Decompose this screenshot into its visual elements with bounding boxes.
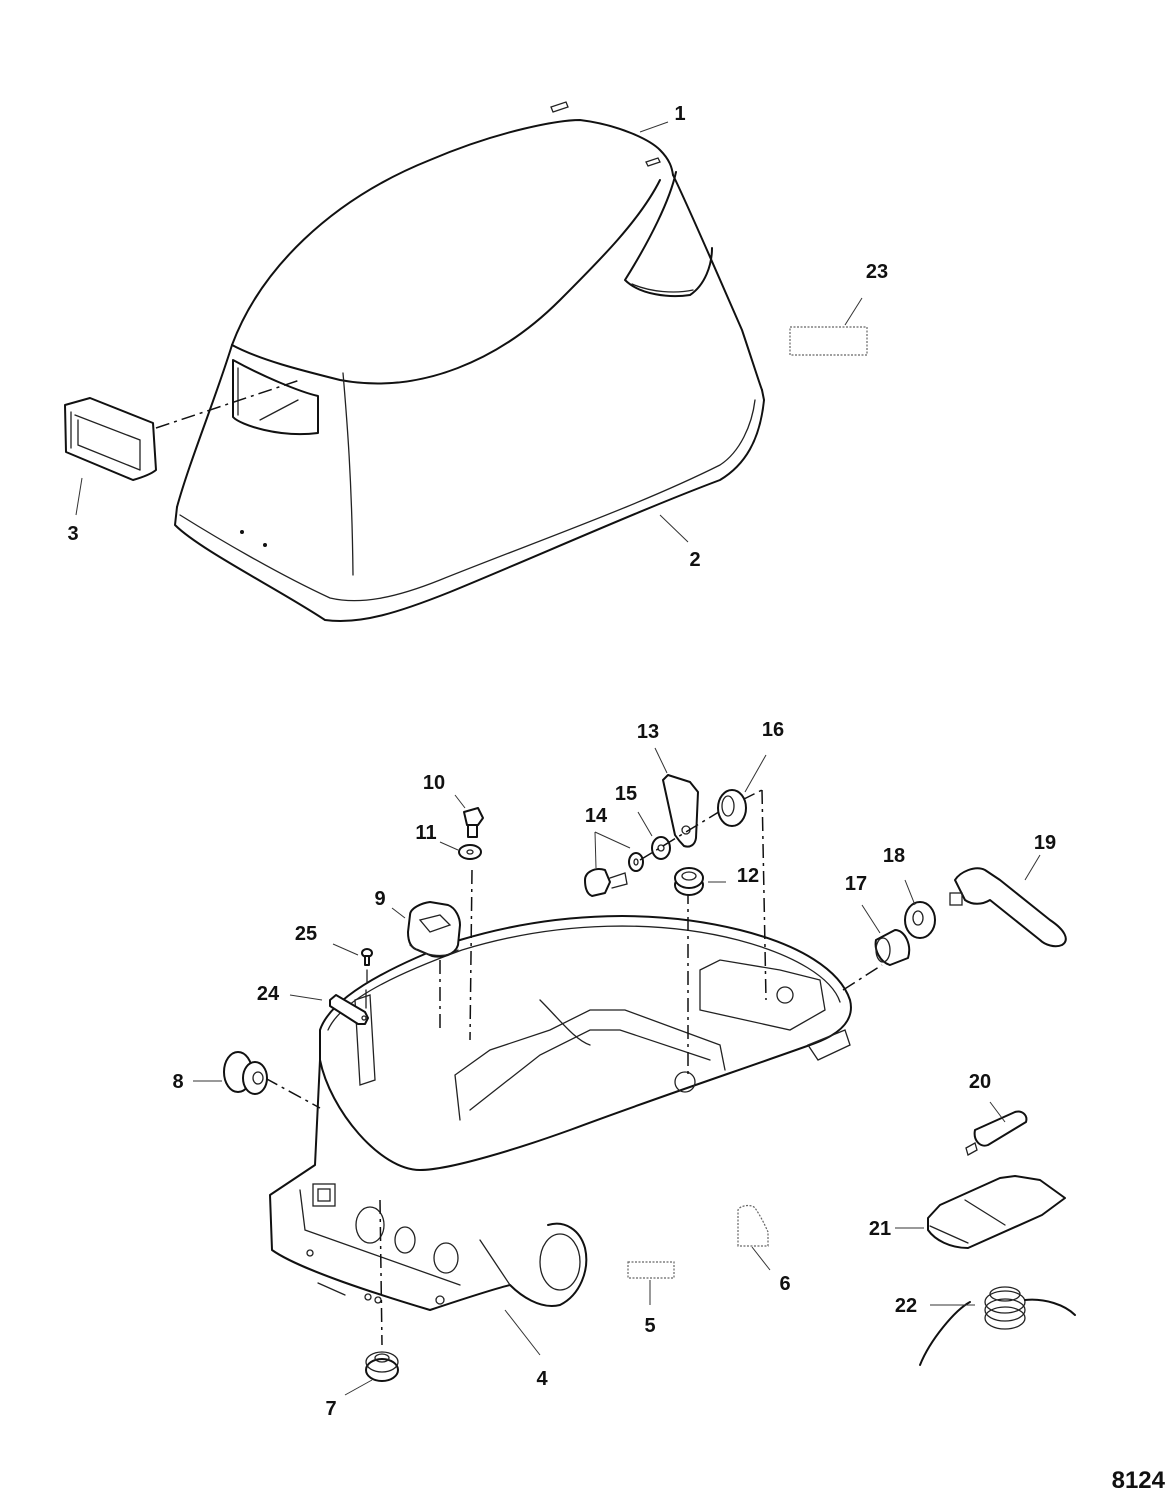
screw-small (361, 948, 373, 966)
grommet-side (223, 1051, 268, 1095)
callout-24: 24 (257, 983, 280, 1005)
callout-22: 22 (895, 1295, 917, 1317)
callout-20: 20 (969, 1071, 991, 1093)
callout-16: 16 (762, 719, 784, 741)
bushing (874, 929, 911, 966)
washer-latch (651, 836, 671, 860)
callout-1: 1 (674, 103, 685, 125)
strap (329, 994, 369, 1025)
grommet-center (674, 867, 704, 896)
pin (965, 1110, 1028, 1156)
callout-13: 13 (637, 721, 659, 743)
callout-12: 12 (737, 865, 759, 887)
callout-11: 11 (415, 822, 436, 844)
screw-and-lockwasher (584, 852, 644, 897)
air-intake-grommet (64, 397, 157, 481)
callout-18: 18 (883, 845, 905, 867)
bottom-cowl (269, 915, 852, 1311)
callout-23: 23 (866, 261, 888, 283)
callout-4: 4 (536, 1368, 548, 1390)
callout-25: 25 (295, 923, 317, 945)
decal-top (789, 326, 868, 356)
callout-17: 17 (845, 873, 867, 895)
grommet-square (407, 901, 461, 958)
screw (463, 807, 484, 838)
callout-15: 15 (615, 783, 637, 805)
callout-2: 2 (689, 549, 700, 571)
grommet-lower (365, 1351, 399, 1382)
callout-7: 7 (325, 1398, 336, 1420)
top-cowl (174, 101, 765, 623)
figure-number: 8124 (1112, 1467, 1166, 1494)
latch-bracket (662, 774, 699, 848)
washer-lever (904, 901, 936, 939)
spring (919, 1286, 1076, 1366)
callout-9: 9 (374, 888, 385, 910)
callout-8: 8 (172, 1071, 183, 1093)
decal (627, 1261, 675, 1279)
callout-3: 3 (67, 523, 78, 545)
washer (458, 844, 482, 860)
callout-10: 10 (423, 772, 445, 794)
pad (927, 1175, 1066, 1249)
callout-21: 21 (869, 1218, 891, 1240)
callout-14: 14 (585, 805, 608, 827)
latch-lever (949, 867, 1067, 948)
retainer-ring (717, 789, 747, 827)
callout-19: 19 (1034, 832, 1056, 854)
decal-small (737, 1204, 769, 1247)
callout-5: 5 (644, 1315, 655, 1337)
callout-6: 6 (779, 1273, 790, 1295)
